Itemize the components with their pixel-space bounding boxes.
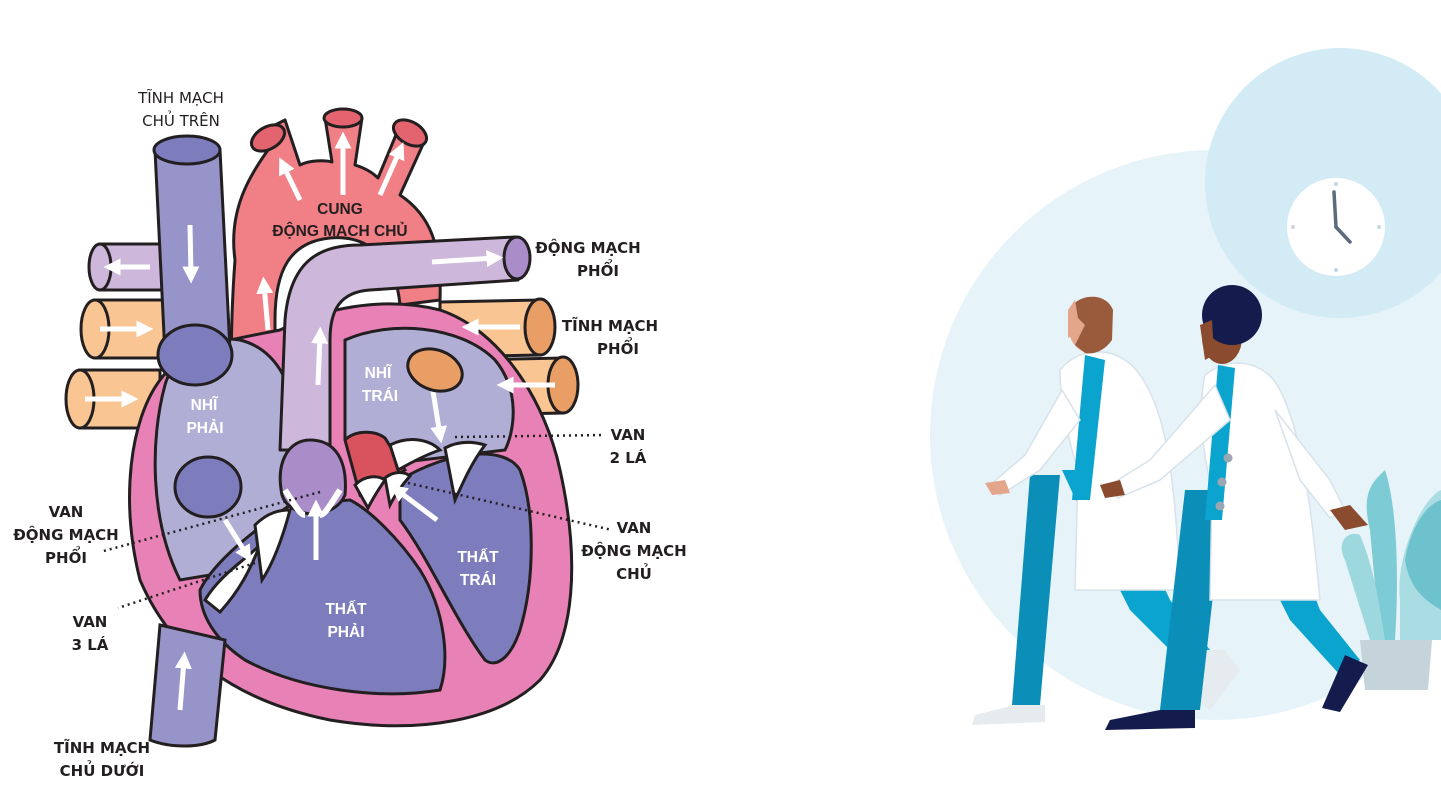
label-pulmonary-vein-2: PHỔI — [597, 336, 639, 358]
doctors-illustration — [930, 48, 1441, 730]
label-aortic-valve-2: ĐỘNG MẠCH — [581, 540, 687, 560]
label-ivc-1: TĨNH MẠCH — [54, 738, 150, 757]
label-left-ventricle-1: THẤT — [457, 549, 499, 566]
label-right-atrium-2: PHẢI — [186, 420, 223, 437]
inferior-vena-cava — [150, 625, 225, 746]
label-pulmonary-vein-1: TĨNH MẠCH — [562, 316, 658, 335]
label-left-atrium-1: NHĨ — [365, 364, 393, 382]
label-pulmonary-valve-2: ĐỘNG MẠCH — [13, 524, 119, 544]
label-svc-1: TĨNH MẠCH — [137, 88, 224, 107]
label-aortic-arch-1: CUNG — [317, 201, 363, 218]
label-right-ventricle-2: PHẢI — [327, 624, 364, 641]
label-aortic-valve-1: VAN — [617, 519, 652, 537]
label-left-atrium-2: TRÁI — [362, 388, 398, 405]
label-svc-2: CHỦ TRÊN — [142, 110, 220, 130]
label-right-atrium-1: NHĨ — [191, 396, 219, 414]
label-left-ventricle-2: TRÁI — [460, 572, 496, 589]
label-pulmonary-artery-1: ĐỘNG MẠCH — [535, 237, 641, 257]
label-right-ventricle-1: THẤT — [325, 601, 367, 618]
label-pulmonary-valve-3: PHỔI — [45, 545, 87, 567]
label-pulmonary-valve-1: VAN — [49, 503, 84, 521]
label-aortic-arch-2: ĐỘNG MẠCH CHỦ — [272, 222, 407, 240]
label-ivc-2: CHỦ DƯỚI — [60, 759, 145, 780]
label-mitral-valve-1: VAN — [611, 426, 646, 444]
clock-icon — [1287, 178, 1385, 276]
label-pulmonary-artery-2: PHỔI — [577, 258, 619, 280]
heart-diagram: TĨNH MẠCH CHỦ TRÊN CUNG ĐỘNG MẠCH CHỦ ĐỘ… — [13, 88, 687, 780]
label-tricuspid-valve-1: VAN — [73, 613, 108, 631]
label-aortic-valve-3: CHỦ — [616, 562, 652, 583]
label-mitral-valve-2: 2 LÁ — [610, 448, 647, 467]
label-tricuspid-valve-2: 3 LÁ — [72, 635, 109, 654]
